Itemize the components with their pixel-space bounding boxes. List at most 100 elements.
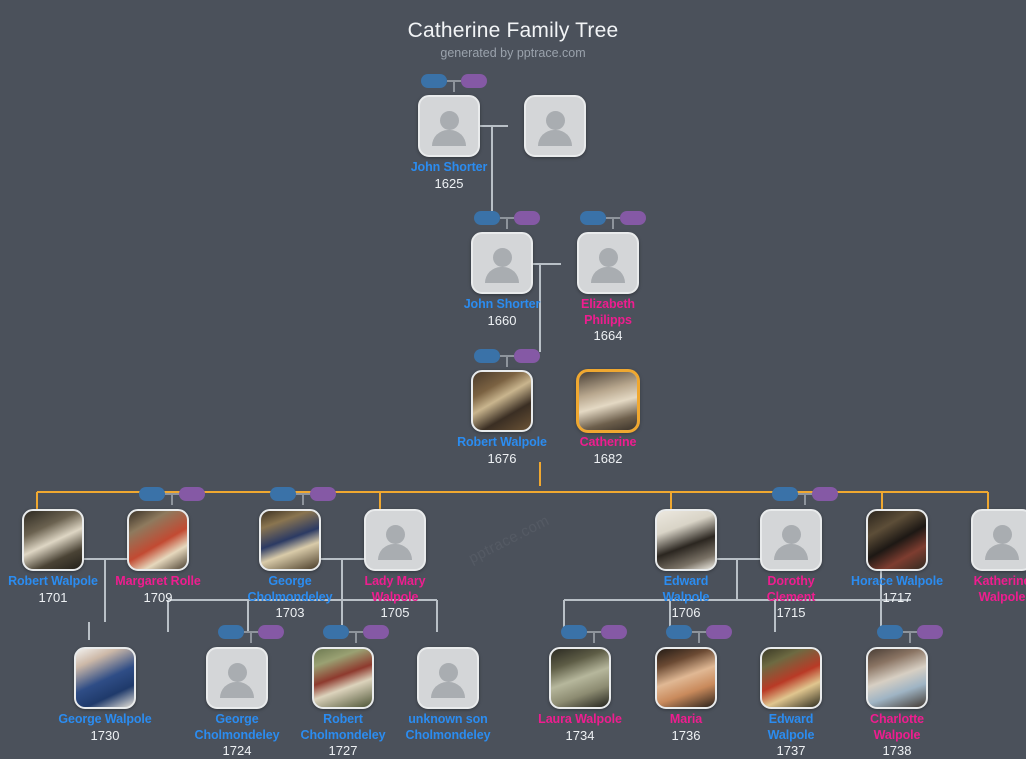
parents-badge[interactable] bbox=[877, 625, 903, 639]
person-relation-badges bbox=[323, 625, 389, 643]
person-avatar[interactable] bbox=[655, 509, 717, 571]
person-relation-badges bbox=[270, 487, 336, 505]
person-relation-badges bbox=[139, 487, 205, 505]
spouse-badge[interactable] bbox=[601, 625, 627, 639]
spouse-badge[interactable] bbox=[812, 487, 838, 501]
person-portrait bbox=[129, 511, 187, 569]
spouse-badge[interactable] bbox=[706, 625, 732, 639]
person-avatar[interactable] bbox=[417, 647, 479, 709]
person-name: Katherine Walpole bbox=[973, 574, 1026, 604]
person-relation-badges bbox=[421, 74, 487, 92]
spouse-badge[interactable] bbox=[258, 625, 284, 639]
spouse-badge[interactable] bbox=[363, 625, 389, 639]
person-avatar[interactable] bbox=[471, 370, 533, 432]
parents-badge[interactable] bbox=[772, 487, 798, 501]
badge-stem bbox=[453, 80, 455, 92]
person-relation-badges bbox=[474, 211, 540, 229]
person-name: Laura Walpole bbox=[538, 712, 622, 726]
spouse-badge[interactable] bbox=[310, 487, 336, 501]
person-name: George Cholmondeley bbox=[194, 712, 280, 742]
person-avatar[interactable] bbox=[312, 647, 374, 709]
spouse-badge[interactable] bbox=[620, 211, 646, 225]
person-avatar[interactable] bbox=[524, 95, 586, 157]
person-portrait bbox=[76, 649, 134, 707]
spouse-badge[interactable] bbox=[917, 625, 943, 639]
person-avatar[interactable] bbox=[655, 647, 717, 709]
person-avatar[interactable] bbox=[74, 647, 136, 709]
parents-badge[interactable] bbox=[474, 349, 500, 363]
person-avatar[interactable] bbox=[259, 509, 321, 571]
page-title: Catherine Family Tree bbox=[407, 19, 619, 42]
person-portrait bbox=[868, 511, 926, 569]
person-avatar[interactable] bbox=[471, 232, 533, 294]
person-name: Robert Cholmondeley bbox=[300, 712, 386, 742]
person-avatar[interactable] bbox=[577, 232, 639, 294]
spouse-badge[interactable] bbox=[179, 487, 205, 501]
person-name: unknown son Cholmondeley bbox=[405, 712, 491, 742]
parents-badge[interactable] bbox=[270, 487, 296, 501]
person-avatar[interactable] bbox=[866, 647, 928, 709]
person-silhouette-icon bbox=[973, 511, 1026, 569]
parents-badge[interactable] bbox=[580, 211, 606, 225]
badge-stem bbox=[698, 631, 700, 643]
person-silhouette-icon bbox=[208, 649, 266, 707]
person-portrait bbox=[657, 649, 715, 707]
parents-badge[interactable] bbox=[421, 74, 447, 88]
person-avatar[interactable] bbox=[206, 647, 268, 709]
parents-badge[interactable] bbox=[323, 625, 349, 639]
parents-badge[interactable] bbox=[666, 625, 692, 639]
person-birth-year: 1738 bbox=[882, 743, 912, 758]
page-subtitle: generated by pptrace.com bbox=[440, 46, 586, 60]
person-birth-year: 1705 bbox=[380, 605, 410, 620]
person-portrait bbox=[473, 372, 531, 430]
badge-stem bbox=[909, 631, 911, 643]
person-avatar[interactable] bbox=[127, 509, 189, 571]
person-birth-year: 1715 bbox=[776, 605, 806, 620]
person-avatar[interactable] bbox=[549, 647, 611, 709]
spouse-badge[interactable] bbox=[461, 74, 487, 88]
person-relation-badges bbox=[218, 625, 284, 643]
spouse-badge[interactable] bbox=[514, 211, 540, 225]
person-avatar[interactable] bbox=[22, 509, 84, 571]
person-avatar[interactable] bbox=[866, 509, 928, 571]
parents-badge[interactable] bbox=[139, 487, 165, 501]
person-avatar[interactable] bbox=[760, 647, 822, 709]
person-avatar[interactable] bbox=[418, 95, 480, 157]
parents-badge[interactable] bbox=[561, 625, 587, 639]
person-portrait bbox=[24, 511, 82, 569]
person-node[interactable]: Katherine Walpole bbox=[955, 509, 1026, 605]
badge-stem bbox=[250, 631, 252, 643]
person-avatar[interactable] bbox=[971, 509, 1026, 571]
person-avatar[interactable] bbox=[760, 509, 822, 571]
person-name: Elizabeth Philipps bbox=[581, 297, 635, 327]
person-avatar-focused[interactable] bbox=[577, 370, 639, 432]
spouse-badge[interactable] bbox=[514, 349, 540, 363]
badge-stem bbox=[302, 493, 304, 505]
person-node[interactable]: unknown son Cholmondeley bbox=[401, 647, 495, 743]
parents-badge[interactable] bbox=[218, 625, 244, 639]
person-avatar[interactable] bbox=[364, 509, 426, 571]
person-name: Edward Walpole bbox=[767, 712, 815, 742]
parents-badge[interactable] bbox=[474, 211, 500, 225]
person-node[interactable] bbox=[508, 95, 602, 157]
